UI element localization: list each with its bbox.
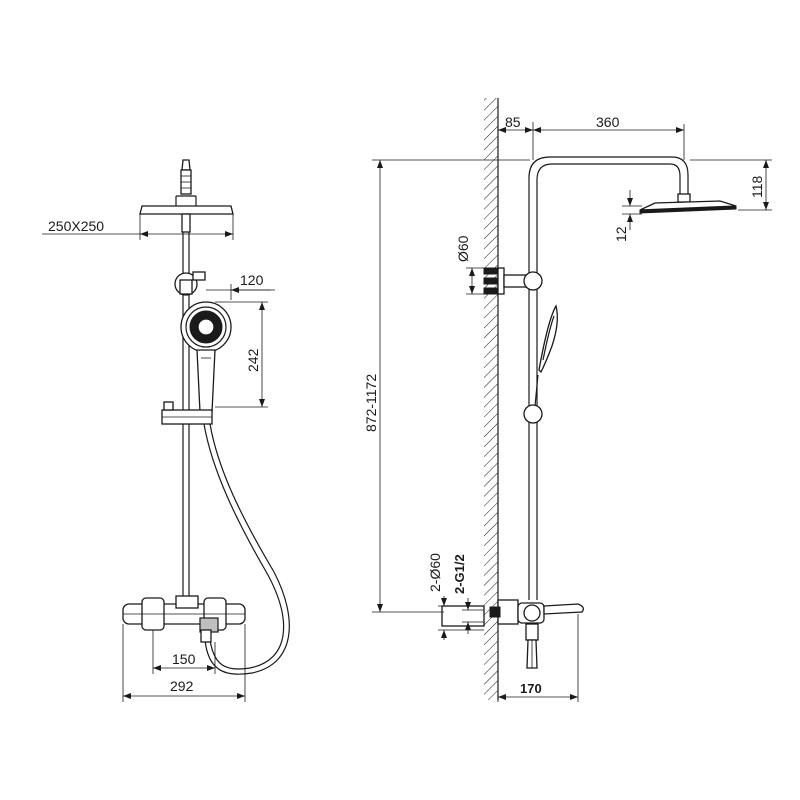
label-height-range: 872-1172: [363, 374, 379, 432]
dim-holder-diameter: Ø60: [455, 235, 484, 295]
riser-and-arm-side: [528, 156, 691, 600]
hand-shower-front: [180, 301, 232, 413]
dim-arm-reach: 360: [533, 114, 685, 160]
label-thread: 2-G1/2: [452, 554, 467, 594]
thermostatic-mixer-side: [441, 599, 584, 669]
label-holder-diameter: Ø60: [455, 235, 471, 262]
label-handshower-offset: 120: [240, 272, 264, 288]
top-finial: [180, 159, 192, 195]
label-handshower-height: 242: [245, 348, 261, 372]
dim-handshower-offset: 120: [206, 272, 275, 300]
thermostatic-mixer-front: [122, 595, 246, 643]
label-flange-diameter: 2-Ø60: [427, 553, 443, 592]
dim-mixer-depth: 170: [497, 614, 579, 702]
side-view: 85 360 118 12 Ø60: [363, 98, 772, 702]
shower-hose-front: [203, 423, 290, 675]
front-view: 250X250 120 242 150 292: [42, 159, 290, 702]
dim-head-size: 250X250: [42, 214, 234, 240]
dim-head-drop: 118: [690, 159, 772, 211]
dim-handshower-height: 242: [215, 301, 268, 408]
label-mixer-width: 292: [170, 678, 194, 694]
dim-head-thickness: 12: [613, 190, 642, 242]
label-mixer-depth: 170: [520, 681, 542, 696]
diverter-holder-front: [174, 271, 206, 296]
dim-flange-diameter: 2-Ø60: [427, 553, 484, 640]
slide-holder-front: [161, 401, 213, 425]
label-head-size: 250X250: [48, 218, 104, 234]
hand-shower-side: [523, 304, 558, 424]
upper-wall-holder-side: [483, 267, 543, 295]
dim-mixer-width: 292: [122, 624, 246, 702]
rain-shower-head-side: [639, 200, 737, 214]
dim-inlet-spacing: 150: [152, 630, 216, 674]
dim-thread: 2-G1/2: [452, 554, 484, 634]
dim-height-range: 872-1172: [363, 159, 530, 613]
dim-wall-offset: 85: [497, 114, 534, 160]
label-wall-offset: 85: [505, 114, 521, 130]
label-arm-reach: 360: [596, 114, 620, 130]
label-head-drop: 118: [749, 175, 765, 198]
rain-shower-head-front: [139, 195, 234, 233]
label-inlet-spacing: 150: [172, 651, 196, 667]
label-head-thickness: 12: [613, 226, 629, 242]
